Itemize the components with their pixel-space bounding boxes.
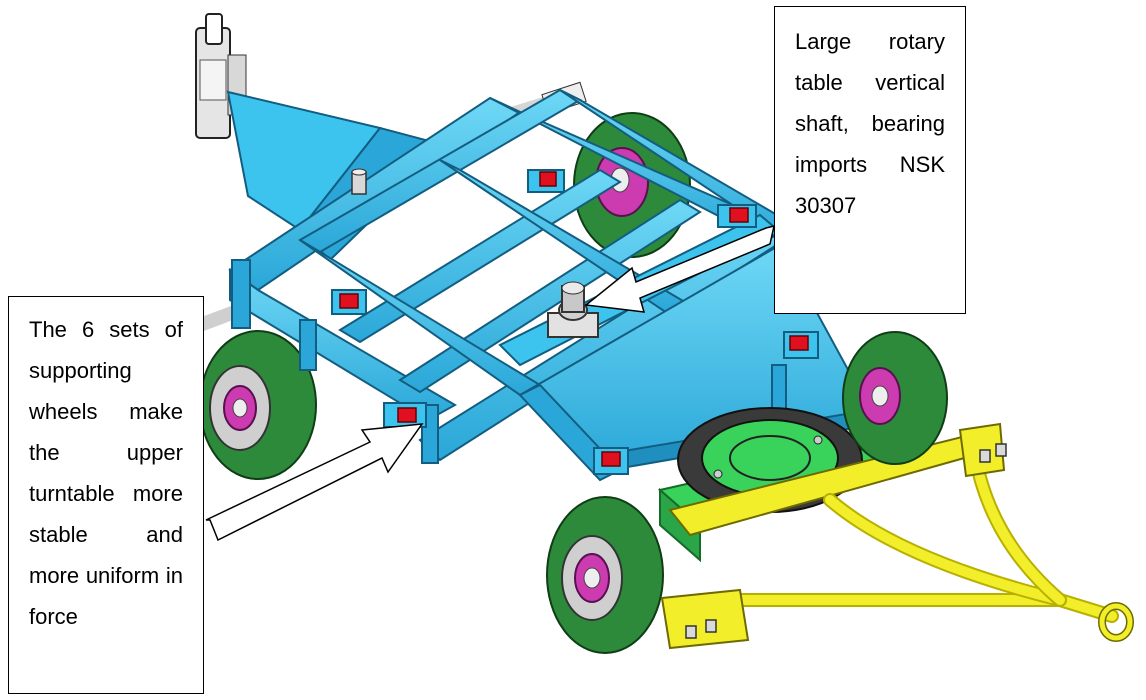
bolts [685, 443, 1007, 639]
arrow-to-center-shaft [584, 224, 775, 313]
callout-supporting-wheels: The 6 sets of supporting wheels make the… [8, 296, 204, 694]
wheel-rear-left [199, 330, 317, 480]
wheel-front-left [546, 496, 664, 654]
support-roller-2 [717, 204, 757, 228]
support-roller-5 [383, 402, 427, 428]
callout-vertical-shaft: Large rotary table vertical shaft, beari… [774, 6, 966, 314]
arrow-to-support-roller [205, 423, 424, 542]
support-roller-6 [593, 447, 629, 475]
wheel-front-right [842, 331, 948, 465]
support-roller-4 [783, 331, 819, 359]
callout-supporting-wheels-text: The 6 sets of supporting wheels make the… [29, 317, 183, 629]
support-roller-1 [527, 169, 565, 193]
support-roller-3 [331, 289, 367, 315]
callout-vertical-shaft-text: Large rotary table vertical shaft, beari… [795, 29, 945, 218]
